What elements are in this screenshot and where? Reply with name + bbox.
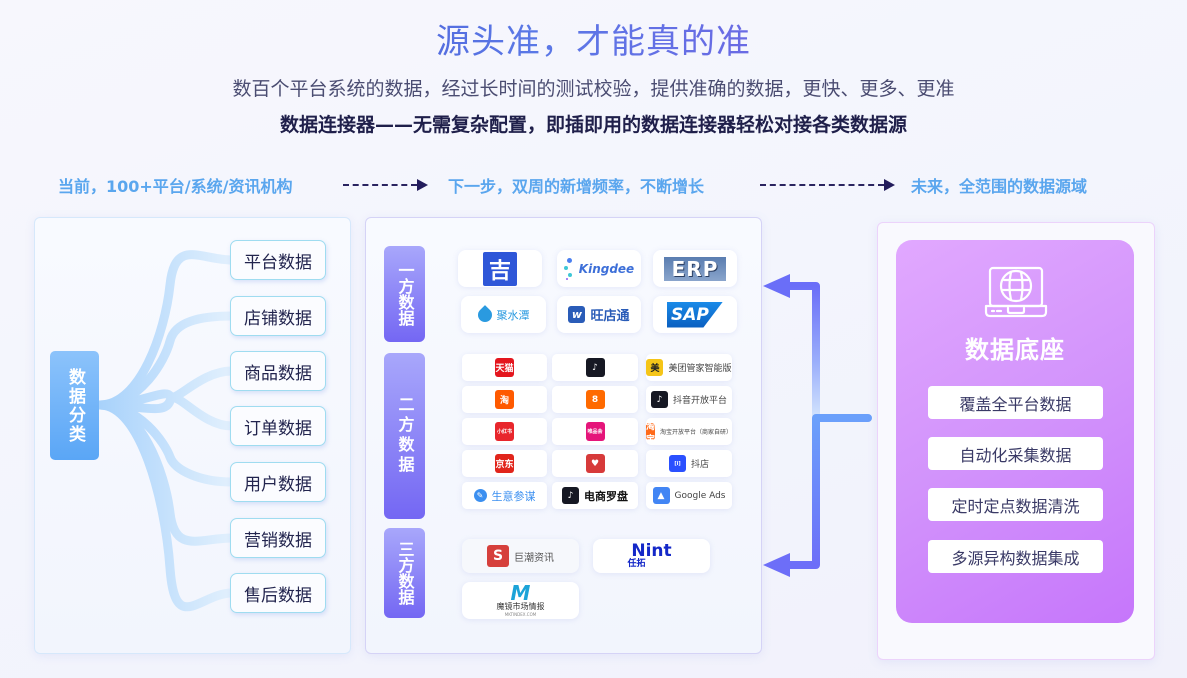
category-item: 用户数据 (230, 462, 326, 502)
kingdee-wordmark: Kingdee (578, 261, 635, 276)
platform-logo-icon: 京东 (495, 454, 514, 473)
platform-logo-icon: [i] (668, 455, 686, 472)
logo-11: ♥ (552, 450, 638, 477)
category-item: 平台数据 (230, 240, 326, 280)
first-party-label: 一方数据 (395, 262, 415, 326)
logo-10: 京东 (462, 450, 547, 477)
platform-logo-icon: 唯品会 (585, 422, 605, 441)
category-root-label: 数据分类 (65, 367, 85, 444)
juchao-icon: S (487, 545, 509, 567)
feature-item: 多源异构数据集成 (928, 540, 1103, 573)
platform-logo-icon: ♪ (650, 391, 668, 408)
platform-logo-icon: ♥ (585, 454, 605, 473)
logo-nint: Nint 任拓 (593, 539, 710, 573)
platform-name: 电商罗盘 (584, 489, 628, 503)
laptop-globe-icon (984, 266, 1048, 318)
platform-logo-icon: ▲ (652, 487, 670, 504)
dashed-arrow-right-icon (760, 176, 895, 194)
platform-name: 抖音开放平台 (672, 396, 727, 406)
wangdiantong-wordmark: 旺店通 (590, 309, 630, 324)
page-title: 源头准，才能真的准 (0, 14, 1187, 63)
platform-name: 淘宝开放平台（商家自研） (660, 429, 732, 436)
third-party-tag: 三方数据 (384, 528, 425, 618)
jushuitan-wordmark: 聚水潭 (496, 308, 530, 322)
category-branch-line (95, 393, 237, 431)
category-item: 订单数据 (230, 406, 326, 446)
logo-mojing: M 魔镜市场情报 MKTINDEX.COM (462, 582, 579, 619)
category-branch-line (95, 311, 237, 410)
logo-7: 小红书 (462, 418, 547, 445)
timeline-stage-current: 当前，100+平台/系统/资讯机构 (58, 177, 293, 196)
category-branch-lines (95, 250, 237, 612)
logo-erp: ERP (653, 250, 737, 287)
platform-logo-icon: ♪ (562, 487, 579, 504)
arrow-to-first-party (780, 282, 820, 416)
arrow-head-third-party-icon (763, 553, 790, 577)
timeline-stage-next: 下一步，双周的新增频率，不断增长 (448, 177, 705, 196)
kingdee-dots-icon (563, 257, 574, 280)
logo-14: ♪ 电商罗盘 (552, 482, 638, 509)
logo-13: ✎ 生意参谋 (462, 482, 547, 509)
first-party-tag: 一方数据 (384, 246, 425, 342)
logo-1: 天猫 (462, 354, 547, 381)
logo-9: 淘宝淘宝开放平台（商家自研） (646, 418, 732, 445)
platform-name: Google Ads (674, 490, 726, 501)
data-base-title: 数据底座 (965, 336, 1065, 364)
arrow-head-first-party-icon (763, 274, 790, 298)
mojing-icon: M (510, 582, 531, 605)
platform-logo-icon: ✎ (473, 489, 487, 502)
logo-8: 唯品会 (552, 418, 638, 445)
category-item: 售后数据 (230, 573, 326, 613)
category-root-node: 数据分类 (50, 351, 99, 460)
jikeyun-icon: 吉 (483, 251, 517, 286)
platform-name: 美团管家智能版 (668, 364, 732, 374)
platform-logo-icon: 天猫 (495, 358, 514, 377)
platform-logo-icon: 淘 (495, 390, 514, 409)
logo-wangdiantong: w 旺店通 (557, 296, 641, 333)
timeline-stage-future: 未来，全范围的数据源域 (911, 177, 1088, 196)
platform-logo-icon: 淘宝 (646, 421, 655, 445)
platform-logo-icon: 小红书 (495, 422, 514, 441)
feature-item: 定时定点数据清洗 (928, 488, 1103, 521)
arrow-to-third-party (776, 414, 872, 569)
juchao-wordmark: 巨潮资讯 (514, 552, 554, 564)
mojing-wordmark: 魔镜市场情报 (496, 602, 545, 611)
category-item: 营销数据 (230, 518, 326, 558)
third-party-label: 三方数据 (395, 541, 415, 605)
logo-15: ▲ Google Ads (646, 482, 732, 509)
erp-wordmark: ERP (664, 256, 726, 281)
mojing-caption: MKTINDEX.COM (504, 612, 537, 617)
category-branch-line (95, 250, 237, 410)
wangdiantong-icon: w (568, 306, 586, 323)
platform-name: 抖店 (690, 460, 709, 470)
feature-item: 自动化采集数据 (928, 437, 1103, 470)
category-branch-line (95, 400, 237, 612)
logo-3: 美美团管家智能版 (646, 354, 732, 381)
logo-juchao: S 巨潮资讯 (462, 539, 579, 573)
logo-kingdee: Kingdee (557, 250, 641, 287)
category-item: 商品数据 (230, 351, 326, 391)
category-item: 店铺数据 (230, 296, 326, 336)
second-party-label: 二方数据 (395, 396, 415, 476)
page-tagline: 数据连接器——无需复杂配置，即插即用的数据连接器轻松对接各类数据源 (279, 114, 907, 136)
logo-jushuitan: 聚水潭 (461, 296, 546, 333)
logo-6: ♪ 抖音开放平台 (646, 386, 732, 413)
logo-2: ♪ (552, 354, 638, 381)
nint-wordmark: Nint (631, 540, 672, 561)
logo-12: [i] 抖店 (646, 450, 732, 477)
second-party-tag: 二方数据 (384, 353, 425, 519)
platform-name: 生意参谋 (491, 489, 536, 503)
feature-item: 覆盖全平台数据 (928, 386, 1103, 419)
nint-cn-name: 任拓 (627, 558, 646, 569)
logo-sap: SAP (653, 296, 737, 333)
platform-logo-icon: ♪ (585, 358, 605, 377)
page-subtitle: 数百个平台系统的数据，经过长时间的测试校验，提供准确的数据，更快、更多、更准 (232, 78, 955, 100)
platform-logo-icon: 美 (646, 359, 664, 376)
platform-logo-icon: 8 (585, 390, 605, 409)
dashed-arrow-right-icon (343, 176, 428, 194)
logo-jikeyun: 吉 (458, 250, 542, 287)
logo-5: 8 (552, 386, 638, 413)
logo-4: 淘 (462, 386, 547, 413)
